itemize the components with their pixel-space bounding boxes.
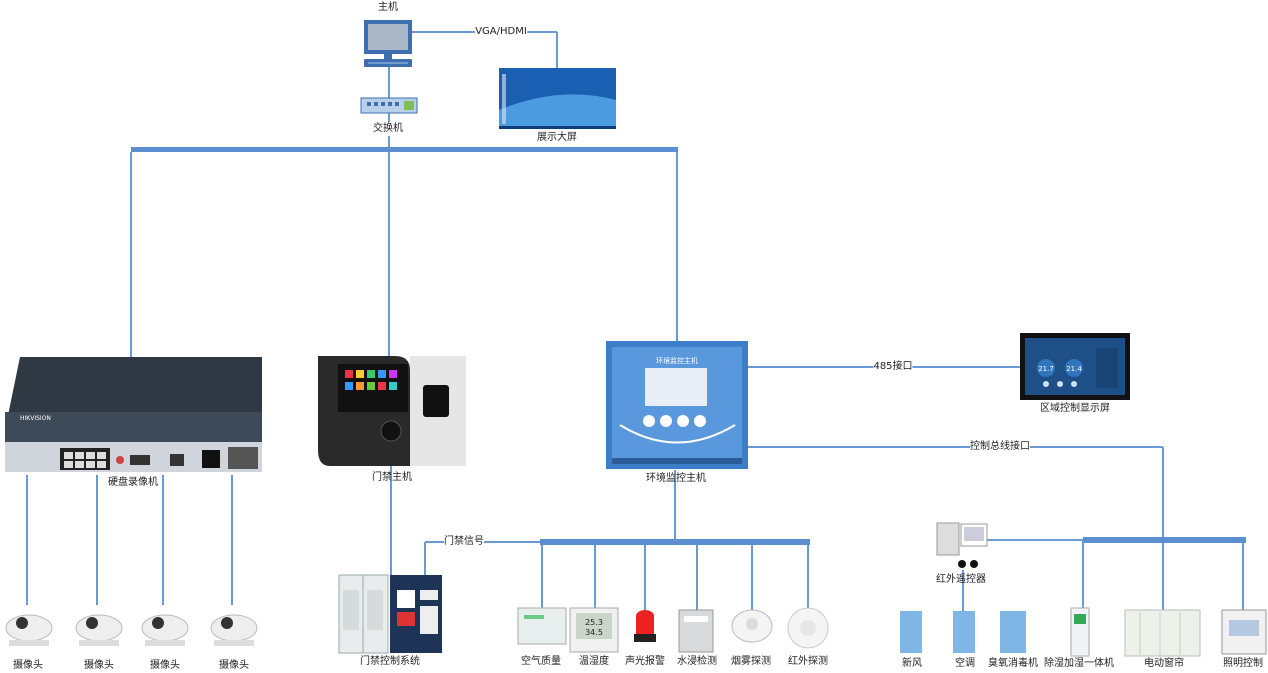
dehumidifier-label: 除湿加湿一体机 bbox=[1044, 658, 1114, 669]
ir-controller-icon bbox=[936, 522, 988, 568]
water-leak-label: 水浸检测 bbox=[677, 656, 717, 667]
ozone-sterilizer-label: 臭氧消毒机 bbox=[988, 658, 1038, 669]
dehumidifier-icon bbox=[1070, 607, 1090, 657]
access-signal-label: 门禁信号 bbox=[444, 536, 484, 548]
access-system-label: 门禁控制系统 bbox=[360, 656, 420, 667]
temperature-humidity-sensor-icon bbox=[569, 607, 619, 653]
electric-curtain-label: 电动窗帘 bbox=[1144, 658, 1184, 669]
access-control-terminal-icon bbox=[318, 356, 466, 466]
air-conditioner-icon bbox=[953, 611, 975, 653]
bigscreen-label: 展示大屏 bbox=[537, 132, 577, 143]
ac-label: 空调 bbox=[955, 658, 975, 669]
zone-display-value-1: 21.7 bbox=[1038, 365, 1054, 373]
zone-control-display-icon bbox=[1020, 333, 1130, 400]
bus-port-label: 控制总线接口 bbox=[970, 441, 1030, 453]
camera-label-3: 摄像头 bbox=[150, 660, 180, 671]
access-host-label: 门禁主机 bbox=[372, 472, 412, 483]
infrared-detector-icon bbox=[787, 607, 829, 649]
nvr-device-icon bbox=[5, 357, 262, 472]
connection-lines bbox=[26, 31, 1244, 612]
display-screen-icon bbox=[499, 68, 616, 129]
env-host-panel-title: 环境监控主机 bbox=[656, 356, 698, 365]
sensor-icons bbox=[517, 607, 829, 653]
fresh-air-label: 新风 bbox=[902, 658, 922, 669]
env-host-label: 环境监控主机 bbox=[646, 473, 706, 484]
ir-controller-label: 红外遥控器 bbox=[936, 574, 986, 585]
access-door-system-icon bbox=[338, 574, 442, 654]
controlled-device-icons bbox=[900, 607, 1267, 657]
smoke-label: 烟雾探测 bbox=[731, 656, 771, 667]
dome-camera-icon-4 bbox=[210, 614, 258, 646]
host-label: 主机 bbox=[378, 2, 398, 13]
nvr-brand-label: HIKVISION bbox=[20, 415, 51, 422]
lighting-controller-icon bbox=[1221, 609, 1267, 655]
ozone-sterilizer-icon bbox=[1000, 611, 1026, 653]
zone-display-value-2: 21.4 bbox=[1066, 365, 1082, 373]
alarm-light-icon bbox=[634, 610, 656, 642]
dome-camera-icon-2 bbox=[75, 614, 123, 646]
fresh-air-unit-icon bbox=[900, 611, 922, 653]
sound-light-alarm-label: 声光报警 bbox=[625, 656, 665, 667]
infrared-label: 红外探测 bbox=[788, 656, 828, 667]
dome-camera-icon-1 bbox=[5, 614, 53, 646]
air-quality-sensor-icon bbox=[517, 607, 567, 645]
camera-label-1: 摄像头 bbox=[13, 660, 43, 671]
temp-display-line-1: 25.3 bbox=[585, 618, 603, 627]
temp-display-line-2: 34.5 bbox=[585, 628, 603, 637]
camera-label-4: 摄像头 bbox=[219, 660, 249, 671]
smoke-detector-icon bbox=[731, 609, 773, 643]
camera-icons bbox=[5, 614, 258, 646]
environment-host-panel-icon bbox=[606, 341, 748, 469]
bus-bars bbox=[131, 147, 1246, 545]
air-quality-label: 空气质量 bbox=[521, 656, 561, 667]
dome-camera-icon-3 bbox=[141, 614, 189, 646]
monitor-icon bbox=[364, 20, 412, 67]
vga-hdmi-label: VGA/HDMI bbox=[475, 26, 527, 38]
port-485-label: 485接口 bbox=[873, 361, 913, 373]
lighting-label: 照明控制 bbox=[1223, 658, 1263, 669]
water-leak-sensor-icon bbox=[678, 609, 714, 653]
camera-label-2: 摄像头 bbox=[84, 660, 114, 671]
electric-curtain-icon bbox=[1124, 609, 1201, 657]
zone-display-label: 区域控制显示屏 bbox=[1040, 403, 1110, 414]
network-switch-icon bbox=[360, 97, 418, 114]
temp-humidity-label: 温湿度 bbox=[579, 656, 609, 667]
switch-label: 交换机 bbox=[373, 123, 403, 134]
nvr-label: 硬盘录像机 bbox=[108, 477, 158, 488]
